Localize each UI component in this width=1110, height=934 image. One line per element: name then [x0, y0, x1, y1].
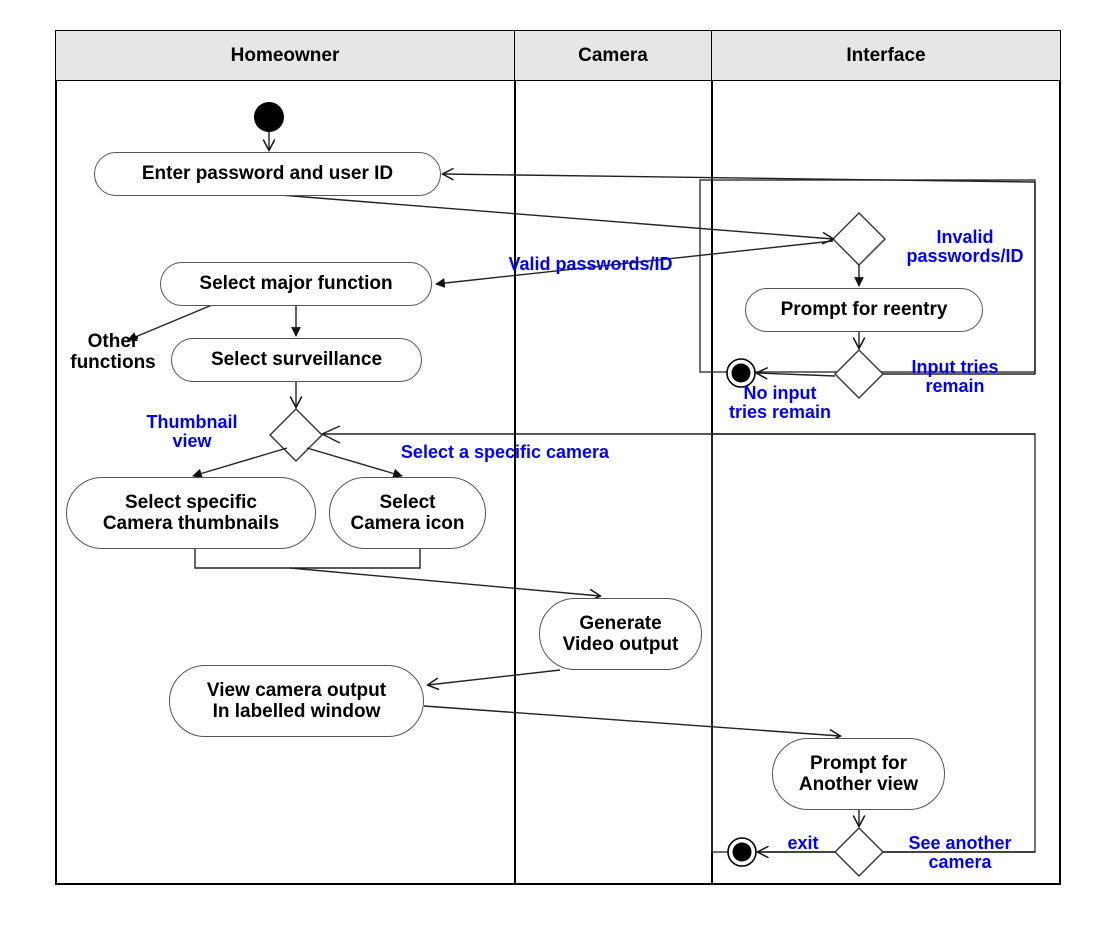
decision-node-view	[269, 408, 323, 462]
guard-label-exit: exit	[787, 833, 819, 853]
guard-label-see-another-camera: See another camera	[908, 833, 1012, 873]
action-node-prompt-for-another-view[interactable]: Prompt for Another view	[772, 738, 945, 810]
lane-header-homeowner-label: Homeowner	[230, 44, 340, 66]
lane-header-homeowner: Homeowner	[56, 31, 515, 80]
action-node-prompt-for-reentry[interactable]: Prompt for reentry	[745, 288, 983, 332]
decision-diamonds	[269, 212, 886, 877]
final-node-no-tries	[726, 358, 756, 388]
guard-label-input-tries-remain: Input tries remain	[911, 357, 999, 397]
action-node-select-specific-camera-thumbnails[interactable]: Select specific Camera thumbnails	[66, 477, 316, 549]
decision-node-login	[832, 212, 886, 266]
action-node-select-camera-icon[interactable]: Select Camera icon	[329, 477, 486, 549]
guard-label-valid-passwords: Valid passwords/ID	[508, 254, 673, 274]
lane-header-interface-label: Interface	[846, 44, 926, 66]
decision-node-another	[834, 827, 884, 877]
lane-header-camera-label: Camera	[578, 44, 648, 66]
final-node-exit	[727, 837, 757, 867]
action-node-select-surveillance[interactable]: Select surveillance	[171, 338, 422, 382]
label-other-functions: Other functions	[70, 331, 156, 373]
retry-loop-frame	[699, 179, 1036, 373]
action-node-view-camera-output[interactable]: View camera output In labelled window	[169, 665, 424, 737]
guard-label-invalid-passwords: Invalid passwords/ID	[906, 227, 1024, 267]
guard-label-select-a-specific-camera: Select a specific camera	[400, 442, 610, 462]
action-node-generate-video-output[interactable]: Generate Video output	[539, 598, 702, 670]
lane-header-camera: Camera	[515, 31, 712, 80]
initial-node-start	[254, 102, 284, 132]
flow-edges	[127, 132, 1036, 852]
action-node-enter-password[interactable]: Enter password and user ID	[94, 152, 441, 196]
action-node-select-major-function[interactable]: Select major function	[160, 262, 432, 306]
guard-label-thumbnail-view: Thumbnail view	[146, 412, 238, 452]
guard-label-no-input-tries-remain: No input tries remain	[728, 383, 832, 423]
lane-header-interface: Interface	[712, 31, 1060, 80]
decision-node-tries	[834, 349, 884, 399]
